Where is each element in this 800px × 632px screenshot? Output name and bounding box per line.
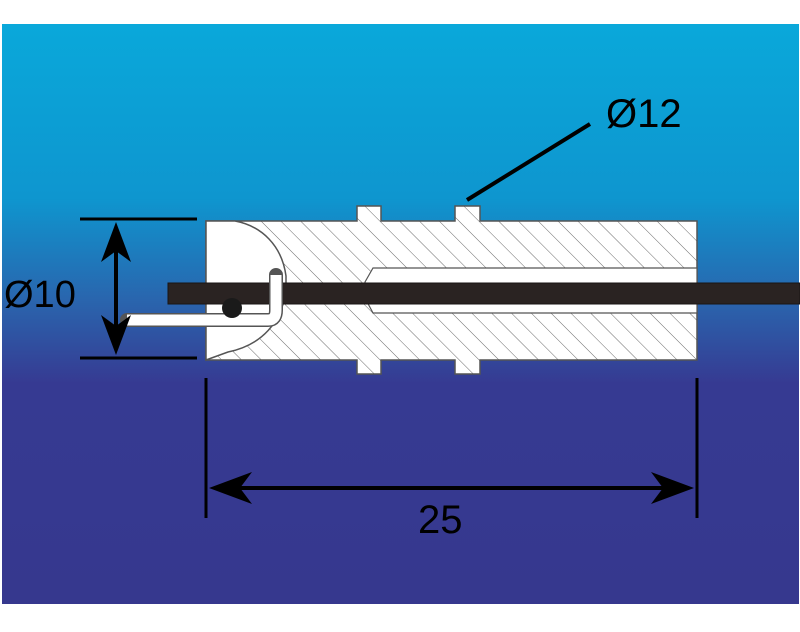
arrowhead-right-25 [651,472,694,504]
label-length-25: 25 [418,498,463,542]
label-diameter-12: Ø12 [606,92,682,136]
solder-ball [222,298,242,318]
arrowhead-up-10 [101,222,131,262]
conductor-rod [167,282,800,305]
arrowhead-left-25 [209,472,252,504]
label-diameter-10: Ø10 [4,274,76,316]
bent-wire-core [127,275,282,326]
arrowhead-down-10 [101,315,131,355]
leader-line-diameter-12 [465,122,592,202]
